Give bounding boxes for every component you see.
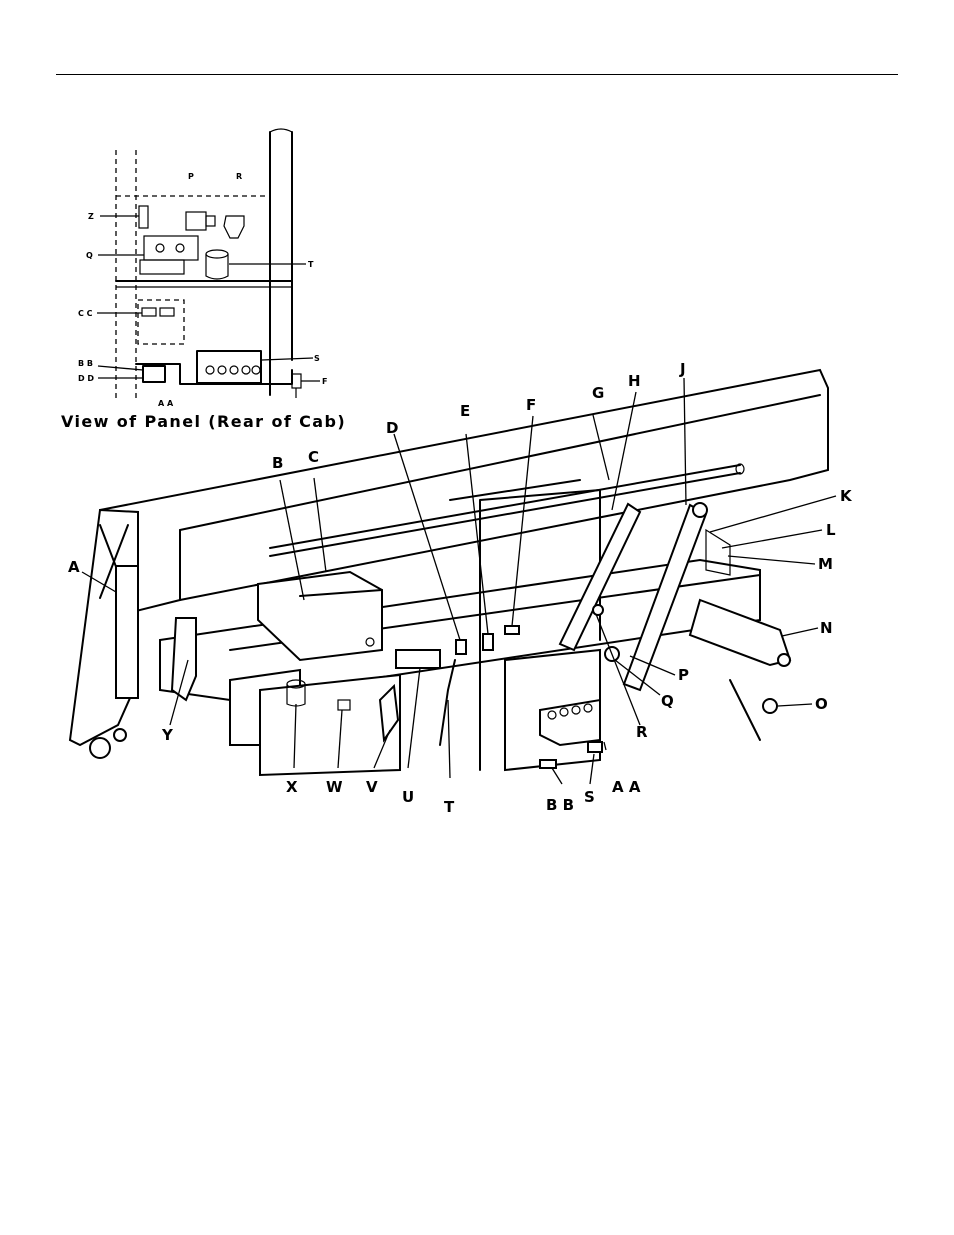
inset-label-bb: B B — [78, 359, 93, 368]
label-h: H — [628, 372, 641, 390]
label-j: J — [679, 360, 686, 378]
label-b: B — [272, 454, 283, 472]
inset-label-cc: C C — [78, 309, 93, 318]
inset-label-dd: D D — [78, 374, 94, 383]
inset-label-z: Z — [88, 212, 94, 221]
label-v: V — [366, 778, 378, 796]
label-n: N — [820, 619, 833, 637]
label-f: F — [526, 396, 536, 414]
label-x: X — [286, 778, 298, 796]
label-g: G — [592, 384, 604, 402]
label-w: W — [326, 778, 343, 796]
inset-label-s: S — [314, 354, 320, 363]
label-m: M — [818, 555, 833, 573]
main-frame-drawing — [68, 368, 837, 785]
label-a: A — [68, 558, 80, 576]
inset-label-q: Q — [86, 251, 93, 260]
header-rule — [56, 74, 898, 75]
label-o: O — [815, 695, 828, 713]
panel-inset-drawing — [97, 128, 320, 400]
label-q: Q — [661, 692, 674, 710]
label-u: U — [402, 788, 414, 806]
inset-label-f: F — [322, 377, 327, 386]
label-aa: A A — [612, 778, 641, 796]
label-s: S — [584, 788, 595, 806]
inset-label-r: R — [236, 172, 242, 181]
label-t: T — [444, 798, 455, 816]
label-r: R — [636, 723, 648, 741]
label-p: P — [678, 666, 689, 684]
inset-label-aa: A A — [158, 399, 174, 408]
label-c: C — [308, 448, 319, 466]
inset-label-p: P — [188, 172, 194, 181]
label-e: E — [460, 402, 470, 420]
inset-caption: View of Panel (Rear of Cab) — [61, 412, 347, 431]
label-bb: B B — [546, 796, 574, 814]
label-k: K — [840, 487, 853, 505]
label-d: D — [386, 419, 398, 437]
inset-label-t: T — [308, 260, 314, 269]
label-l: L — [826, 521, 836, 539]
label-y: Y — [161, 726, 174, 744]
